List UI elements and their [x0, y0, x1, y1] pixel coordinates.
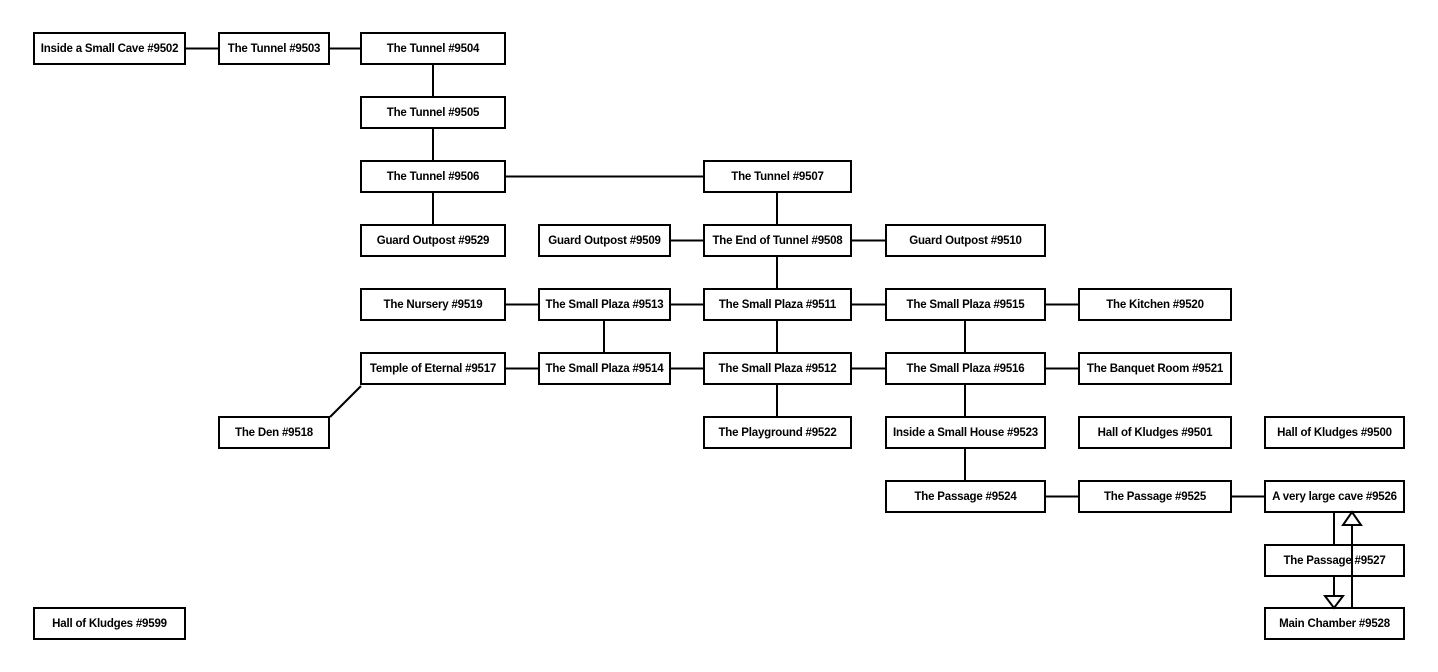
room-node-9517[interactable]: Temple of Eternal #9517 [360, 352, 506, 385]
room-node-9525[interactable]: The Passage #9525 [1078, 480, 1232, 513]
edge-9518-9517 [329, 385, 362, 418]
room-node-9515[interactable]: The Small Plaza #9515 [885, 288, 1046, 321]
room-node-9521[interactable]: The Banquet Room #9521 [1078, 352, 1232, 385]
room-node-9501[interactable]: Hall of Kludges #9501 [1078, 416, 1232, 449]
room-node-9505[interactable]: The Tunnel #9505 [360, 96, 506, 129]
room-node-9500[interactable]: Hall of Kludges #9500 [1264, 416, 1405, 449]
room-node-9507[interactable]: The Tunnel #9507 [703, 160, 852, 193]
room-node-9522[interactable]: The Playground #9522 [703, 416, 852, 449]
room-node-9523[interactable]: Inside a Small House #9523 [885, 416, 1046, 449]
room-node-9512[interactable]: The Small Plaza #9512 [703, 352, 852, 385]
room-node-9599[interactable]: Hall of Kludges #9599 [33, 607, 186, 640]
room-node-9502[interactable]: Inside a Small Cave #9502 [33, 32, 186, 65]
room-node-9520[interactable]: The Kitchen #9520 [1078, 288, 1232, 321]
room-node-9518[interactable]: The Den #9518 [218, 416, 330, 449]
room-node-9503[interactable]: The Tunnel #9503 [218, 32, 330, 65]
room-node-9514[interactable]: The Small Plaza #9514 [538, 352, 671, 385]
room-node-9509[interactable]: Guard Outpost #9509 [538, 224, 671, 257]
room-node-9528[interactable]: Main Chamber #9528 [1264, 607, 1405, 640]
room-node-9510[interactable]: Guard Outpost #9510 [885, 224, 1046, 257]
room-node-9508[interactable]: The End of Tunnel #9508 [703, 224, 852, 257]
room-node-9511[interactable]: The Small Plaza #9511 [703, 288, 852, 321]
room-node-9516[interactable]: The Small Plaza #9516 [885, 352, 1046, 385]
room-node-9504[interactable]: The Tunnel #9504 [360, 32, 506, 65]
room-node-9513[interactable]: The Small Plaza #9513 [538, 288, 671, 321]
room-node-9527[interactable]: The Passage #9527 [1264, 544, 1405, 577]
room-node-9506[interactable]: The Tunnel #9506 [360, 160, 506, 193]
room-node-9524[interactable]: The Passage #9524 [885, 480, 1046, 513]
room-node-9526[interactable]: A very large cave #9526 [1264, 480, 1405, 513]
room-node-9529[interactable]: Guard Outpost #9529 [360, 224, 506, 257]
room-node-9519[interactable]: The Nursery #9519 [360, 288, 506, 321]
